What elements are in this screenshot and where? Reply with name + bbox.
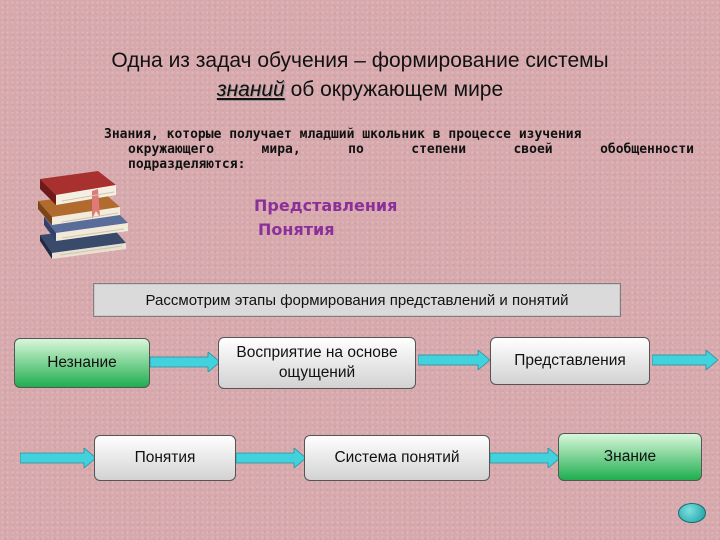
nav-dot-icon[interactable] [678,503,706,523]
stage-representations: Представления [490,337,650,385]
stage-knowledge: Знание [558,433,702,481]
arrow-right-icon [236,448,306,468]
stage-system-of-concepts: Система понятий [304,435,490,481]
title-line-2-rest: об окружающем мире [284,78,504,101]
intro-line-1: Знания, которые получает младший школьни… [104,127,582,142]
stage-ignorance-label: Незнание [47,354,117,371]
title-line-2: знаний об окружающем мире [0,75,720,104]
intro-line-3: подразделяются: [128,157,246,172]
stage-system-label: Система понятий [334,449,460,466]
stage-concepts: Понятия [94,435,236,481]
stages-banner: Рассмотрим этапы формирования представле… [93,283,621,317]
intro-line-2: окружающего мира, по степени своей обобщ… [128,142,694,157]
stage-representations-label: Представления [514,352,626,369]
title-emphasis: знаний [216,78,285,101]
books-stack-icon [38,171,128,259]
title-line-1: Одна из задач обучения – формирование си… [111,49,609,72]
slide-title: Одна из задач обучения – формирование си… [0,46,720,104]
kind-concepts: Понятия [258,220,335,239]
stage-knowledge-label: Знание [603,448,657,465]
stage-ignorance: Незнание [14,338,150,388]
stage-perception: Восприятие на основе ощущений [218,337,416,389]
arrow-right-icon [490,448,560,468]
arrow-right-icon [20,448,96,468]
arrow-right-icon [150,352,220,372]
intro-text: Знания, которые получает младший школьни… [104,127,694,172]
stage-perception-line-2: ощущений [278,364,356,381]
kind-representations: Представления [254,196,398,215]
stage-perception-line-1: Восприятие на основе [236,344,398,361]
arrow-right-icon [652,350,718,370]
arrow-right-icon [418,350,490,370]
stage-concepts-label: Понятия [134,449,196,466]
